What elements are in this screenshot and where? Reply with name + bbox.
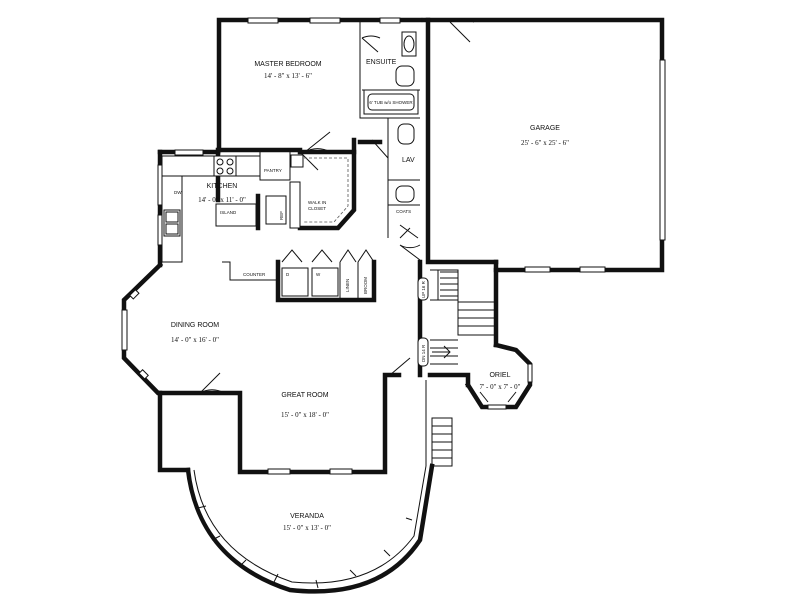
dim-great-room: 15' - 0" x 18' - 0"	[281, 411, 329, 419]
dim-kitchen: 14' - 0" x 11' - 0"	[198, 196, 246, 204]
label-coats: COATS	[396, 209, 411, 214]
exterior-walls	[121, 17, 665, 475]
dim-dining-room: 14' - 0" x 16' - 0"	[171, 336, 219, 344]
label-oriel: ORIEL	[489, 372, 510, 379]
label-stairs-down: DN 14 R	[421, 344, 426, 362]
label-washer: W	[316, 272, 321, 277]
room-labels: MASTER BEDROOM 14' - 8" x 13' - 6" ENSUI…	[171, 59, 569, 532]
label-counter: COUNTER	[243, 272, 266, 277]
label-veranda: VERANDA	[290, 513, 324, 520]
label-wic-line2: CLOSET	[308, 206, 326, 211]
label-garage: GARAGE	[530, 125, 560, 132]
kitchen-fixtures	[161, 152, 304, 263]
label-dw: DW	[174, 190, 182, 195]
stairs	[417, 269, 496, 467]
label-dryer: D	[286, 272, 290, 277]
label-broom: BROOM	[363, 277, 368, 294]
label-kitchen: KITCHEN	[207, 183, 238, 190]
dim-garage: 25' - 6" x 25' - 6"	[521, 139, 569, 147]
label-stairs-up: UP 16 R	[421, 280, 426, 298]
oriel	[464, 342, 533, 410]
walk-in-closet	[289, 137, 357, 231]
label-lav: LAV	[402, 157, 415, 164]
label-linen: LINEN	[345, 279, 350, 292]
label-ensuite: ENSUITE	[366, 59, 397, 66]
label-wic-line1: WALK IN	[308, 200, 326, 205]
label-tub: 6' TUB w/o SHOWER	[369, 100, 413, 105]
dim-oriel: 7' - 0" x 7' - 0"	[480, 383, 521, 391]
label-pantry: PANTRY	[264, 168, 282, 173]
label-island: ISLAND	[220, 210, 237, 215]
veranda	[157, 390, 435, 594]
ensuite-fixtures	[363, 31, 419, 203]
label-ref: REF	[279, 211, 284, 220]
label-dining-room: DINING ROOM	[171, 322, 219, 329]
windows	[121, 17, 666, 475]
dim-veranda: 15' - 0" x 13' - 0"	[283, 524, 331, 532]
laundry-block	[222, 249, 377, 303]
dim-master-bedroom: 14' - 8" x 13' - 6"	[264, 72, 312, 80]
label-master-bedroom: MASTER BEDROOM	[254, 61, 321, 68]
label-great-room: GREAT ROOM	[281, 392, 328, 399]
